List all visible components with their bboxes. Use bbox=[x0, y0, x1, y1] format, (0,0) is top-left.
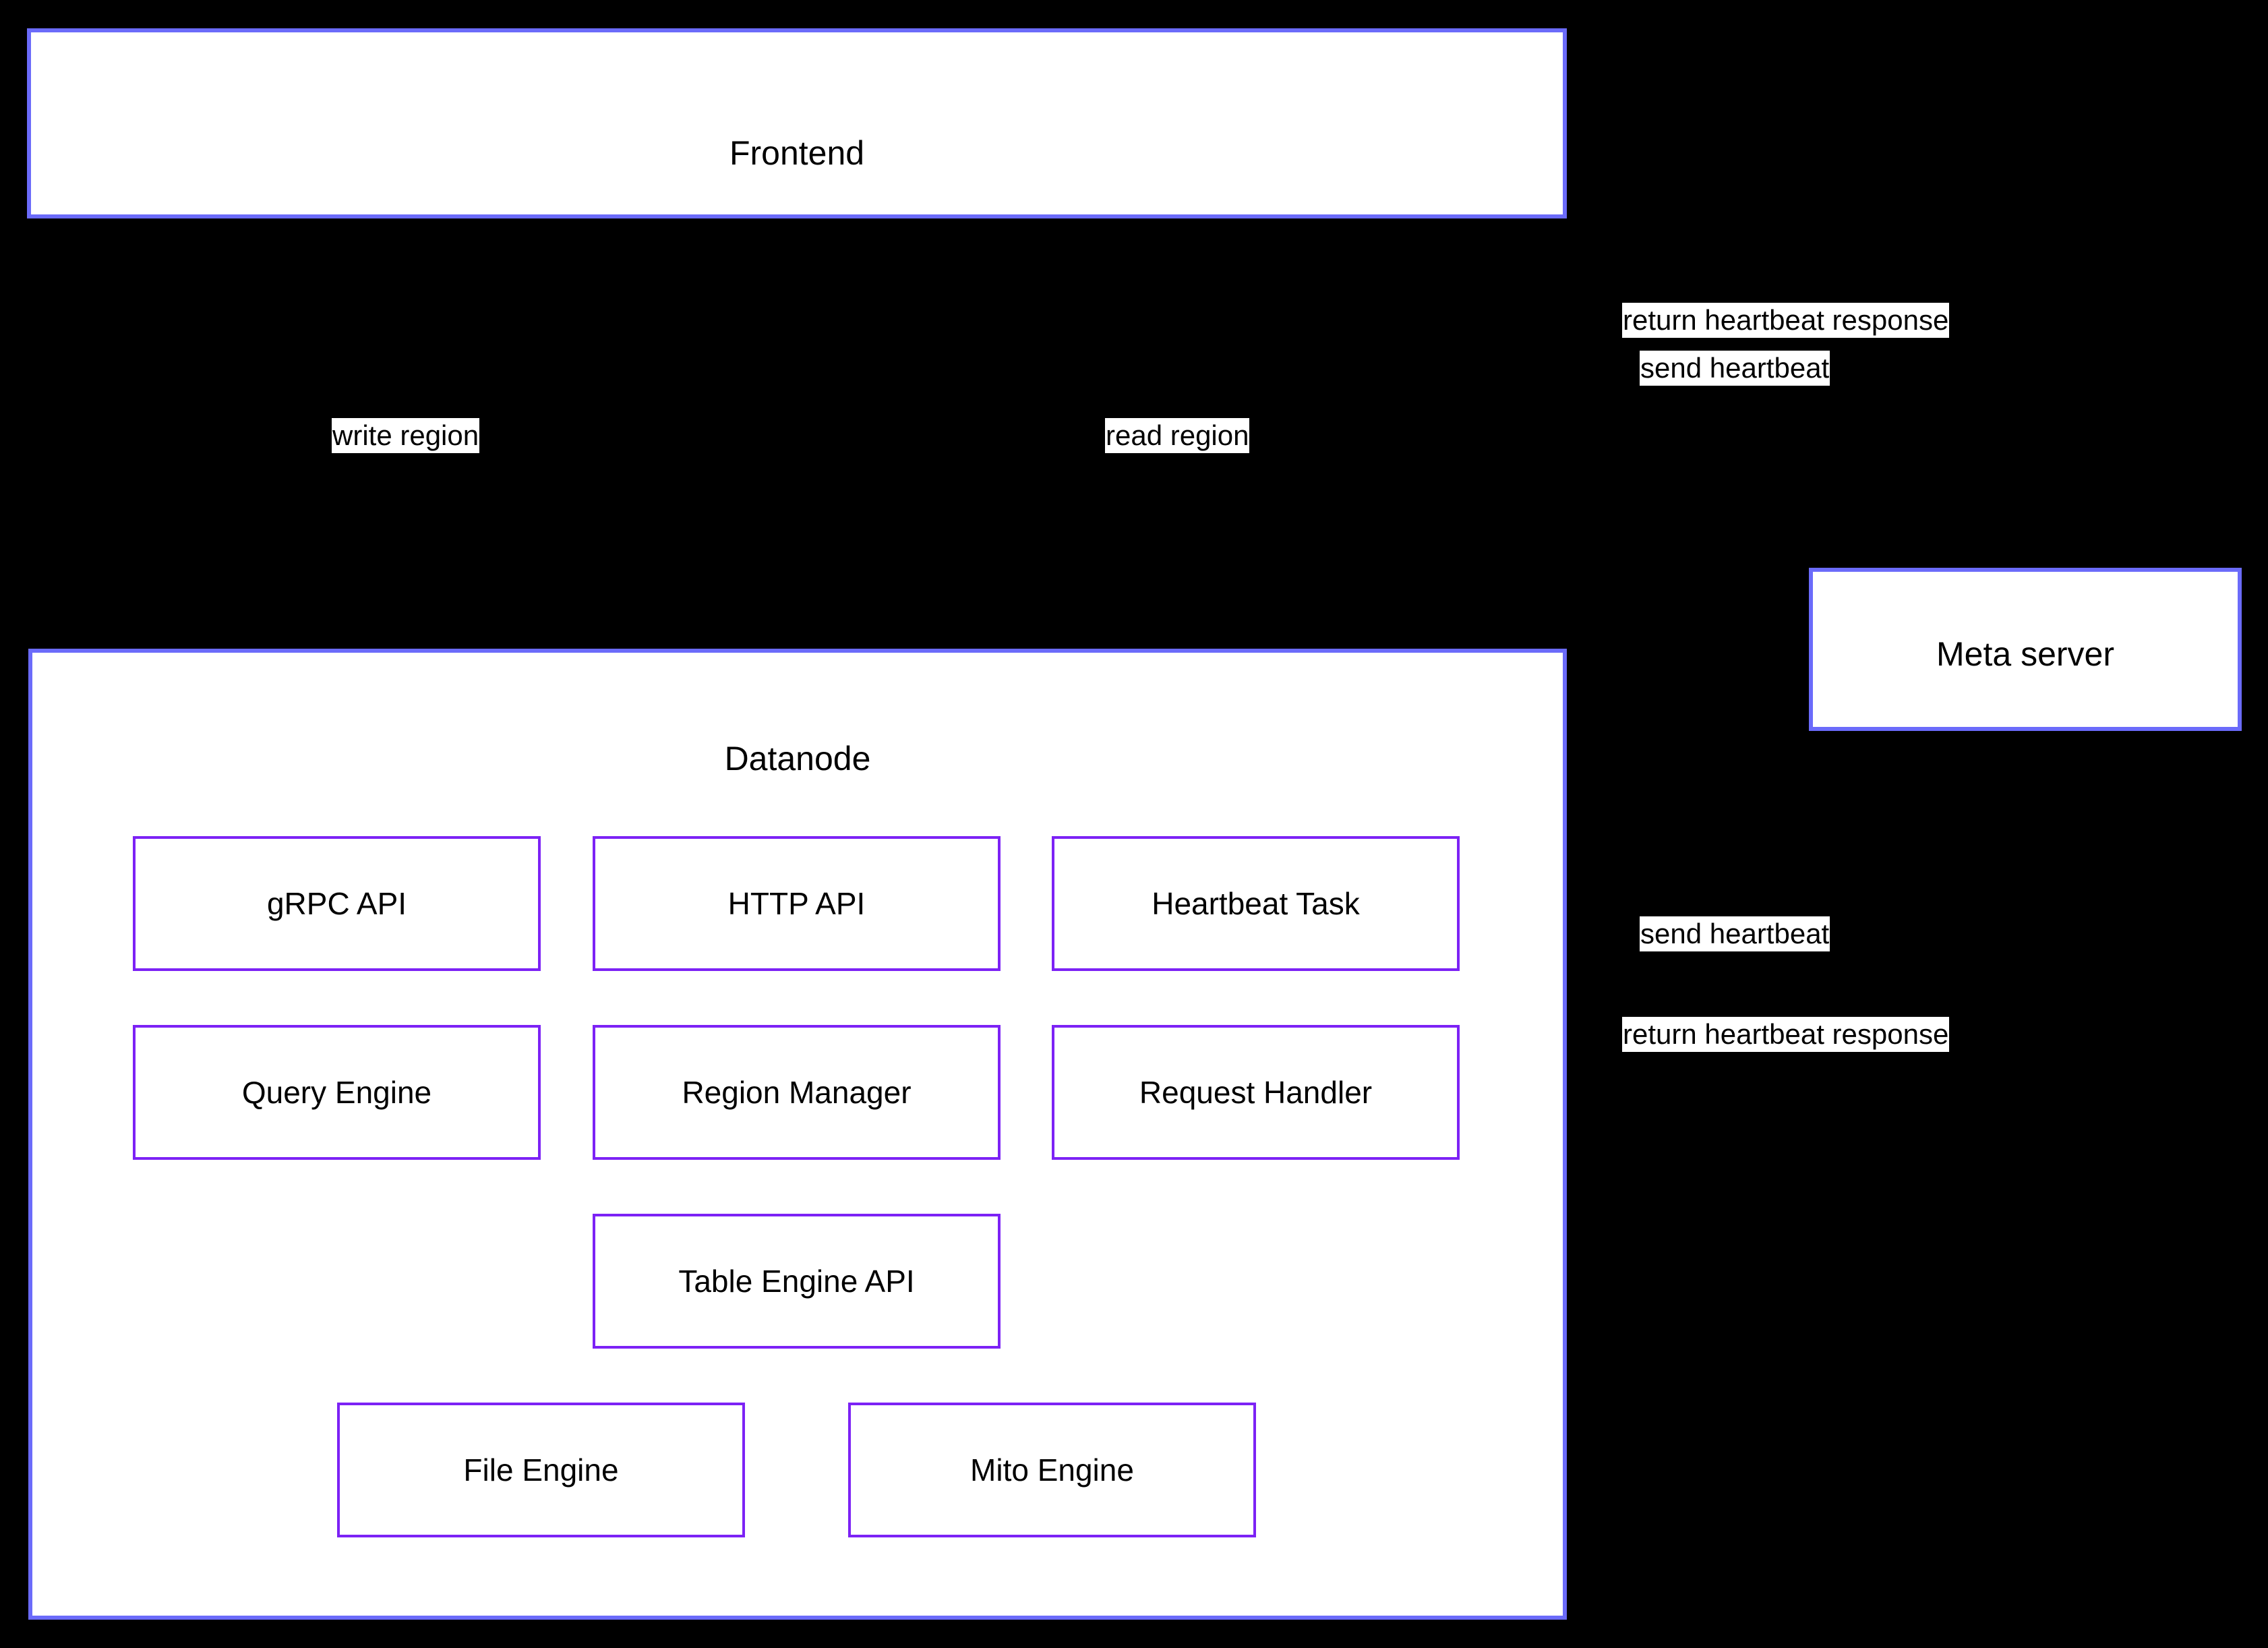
datanode-title: Datanode bbox=[724, 740, 871, 777]
component-http-api[interactable]: HTTP API bbox=[593, 836, 1001, 971]
component-file-engine-label: File Engine bbox=[463, 1452, 619, 1488]
edge-label-return-heartbeat-response-bottom: return heartbeat response bbox=[1622, 1017, 1950, 1053]
component-heartbeat-task[interactable]: Heartbeat Task bbox=[1052, 836, 1460, 971]
component-heartbeat-task-label: Heartbeat Task bbox=[1152, 885, 1360, 921]
component-grpc-api[interactable]: gRPC API bbox=[133, 836, 541, 971]
component-request-handler-label: Request Handler bbox=[1139, 1074, 1373, 1110]
frontend-container[interactable]: Frontend bbox=[27, 28, 1567, 218]
edge-label-write-region: write region bbox=[332, 418, 480, 454]
edge-label-send-heartbeat-bottom: send heartbeat bbox=[1640, 916, 1830, 952]
meta-server-container[interactable]: Meta server bbox=[1809, 568, 2242, 731]
component-request-handler[interactable]: Request Handler bbox=[1052, 1025, 1460, 1160]
component-mito-engine-label: Mito Engine bbox=[970, 1452, 1134, 1488]
component-http-api-label: HTTP API bbox=[727, 885, 866, 921]
meta-server-title: Meta server bbox=[1936, 635, 2114, 673]
edge-label-send-heartbeat-top: send heartbeat bbox=[1640, 351, 1830, 386]
component-region-manager[interactable]: Region Manager bbox=[593, 1025, 1001, 1160]
component-mito-engine[interactable]: Mito Engine bbox=[848, 1403, 1256, 1537]
component-query-engine[interactable]: Query Engine bbox=[133, 1025, 541, 1160]
component-grpc-api-label: gRPC API bbox=[266, 885, 407, 921]
component-file-engine[interactable]: File Engine bbox=[337, 1403, 745, 1537]
component-table-engine-api[interactable]: Table Engine API bbox=[593, 1214, 1001, 1349]
component-table-engine-api-label: Table Engine API bbox=[678, 1263, 915, 1299]
component-region-manager-label: Region Manager bbox=[682, 1074, 912, 1110]
frontend-title: Frontend bbox=[729, 134, 865, 172]
edge-label-return-heartbeat-response-top: return heartbeat response bbox=[1622, 303, 1950, 339]
edge-label-read-region: read region bbox=[1105, 418, 1250, 454]
component-query-engine-label: Query Engine bbox=[241, 1074, 432, 1110]
